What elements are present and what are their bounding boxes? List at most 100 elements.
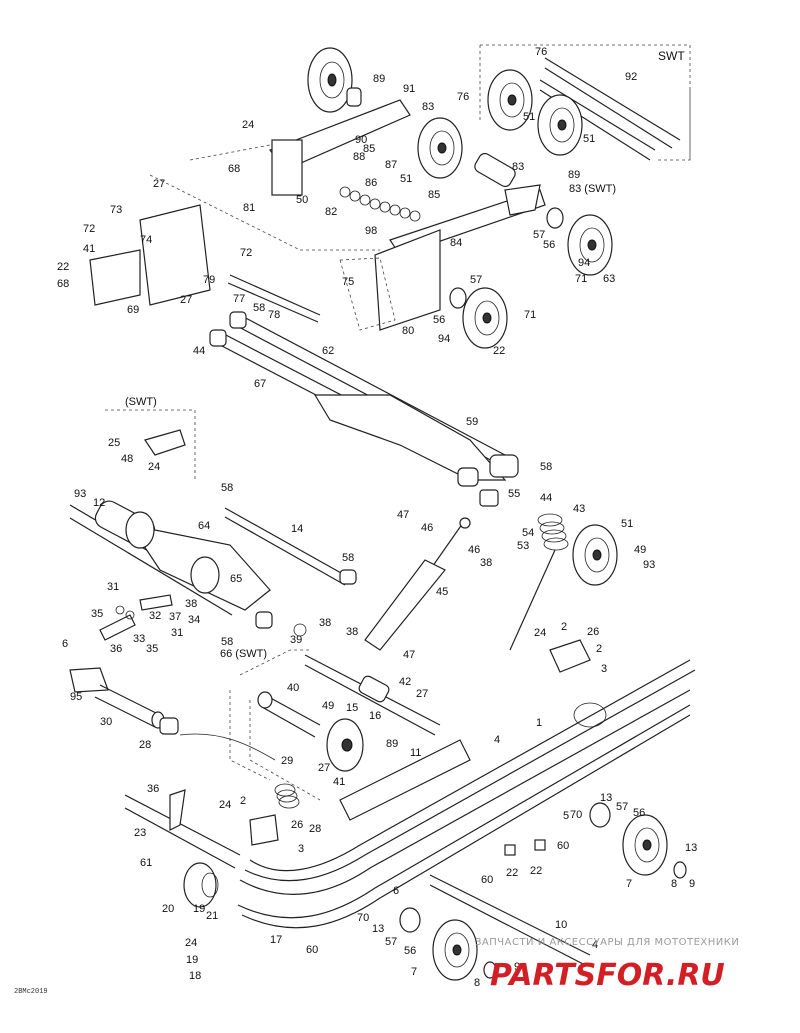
callout-38c: 38 [319,617,331,629]
callout-7b: 7 [411,966,417,978]
callout-72b: 72 [240,247,252,259]
callout-25: 25 [108,437,120,449]
callout-75: 75 [342,276,354,288]
callout-8a: 8 [671,878,677,890]
callout-38d: 38 [346,626,358,638]
callout-83b: 83 [512,161,524,173]
callout-38a: 38 [480,557,492,569]
callout-38b: 38 [185,598,197,610]
callout-85a: 85 [363,143,375,155]
callout-85b: 85 [428,189,440,201]
callout-17: 17 [270,934,282,946]
callout-70b: 70 [357,912,369,924]
callout-51c: 51 [400,173,412,185]
callout-95: 95 [70,691,82,703]
callout-15: 15 [346,702,358,714]
callout-48: 48 [121,453,133,465]
callout-58a: 58 [253,302,265,314]
callout-51b: 51 [583,133,595,145]
callout-13c: 13 [372,923,384,935]
swt-label-top: SWT [658,49,685,63]
callout-13b: 13 [685,842,697,854]
callout-55: 55 [508,488,520,500]
callout-80: 80 [402,325,414,337]
callout-24a: 24 [242,119,254,131]
callout-21: 21 [206,910,218,922]
callout-86: 86 [365,177,377,189]
callout-19b: 19 [186,954,198,966]
callout-94b: 94 [438,333,450,345]
callout-56c: 56 [633,807,645,819]
callout-4a: 4 [494,734,500,746]
callout-61: 61 [140,857,152,869]
callout-31b: 31 [171,627,183,639]
callout-35b: 35 [146,643,158,655]
callout-18: 18 [189,970,201,982]
callout-24b: 24 [148,461,160,473]
callout-28a: 28 [139,739,151,751]
callout-24e: 24 [185,937,197,949]
callout-76b: 76 [457,91,469,103]
callout-4b: 4 [592,939,598,951]
callout-3a: 3 [601,663,607,675]
rear-axle-10-wheels [399,802,687,981]
callout-89a: 89 [373,73,385,85]
swt-label-66: 66 (SWT) [220,648,267,660]
callout-83a: 83 [422,101,434,113]
callout-87: 87 [385,159,397,171]
callout-84: 84 [450,237,462,249]
callout-57b: 57 [533,229,545,241]
rear-arm-assembly [69,500,357,629]
callout-82: 82 [325,206,337,218]
callout-26a: 26 [587,626,599,638]
callout-2a: 2 [561,621,567,633]
callout-59: 59 [466,416,478,428]
upper-arm-assembly [89,99,546,331]
callout-63: 63 [603,273,615,285]
swt-rear-wheel-group [417,44,691,179]
callout-5: 5 [563,810,569,822]
callout-41a: 41 [83,243,95,255]
swt-label-left: (SWT) [125,396,157,408]
callout-2b: 2 [596,643,602,655]
callout-9b: 9 [514,961,520,973]
callout-49b: 49 [322,700,334,712]
callout-54: 54 [522,527,534,539]
callout-49a: 49 [634,544,646,556]
callout-9a: 9 [689,878,695,890]
callout-47b: 47 [403,649,415,661]
front-axle-23 [124,789,241,908]
callout-58b: 58 [540,461,552,473]
diagram-code: 2BMc2019 [14,988,48,996]
callout-60c: 60 [306,944,318,956]
callout-27a: 27 [153,178,165,190]
callout-6b: 6 [393,885,399,897]
callout-58e: 58 [221,636,233,648]
callout-14: 14 [291,523,303,535]
watermark-caption: ЗАПЧАСТИ И АКСЕССУАРЫ ДЛЯ МОТОТЕХНИКИ [475,937,739,948]
callout-23: 23 [134,827,146,839]
callout-6a: 6 [62,638,68,650]
callout-64: 64 [198,520,210,532]
callout-32: 32 [149,610,161,622]
callout-41b: 41 [333,776,345,788]
shock-absorber-45 [364,517,471,651]
callout-81: 81 [243,202,255,214]
callout-44b: 44 [540,492,552,504]
callout-89c: 89 [386,738,398,750]
callout-45: 45 [436,586,448,598]
callout-39: 39 [290,634,302,646]
callout-44a: 44 [193,345,205,357]
callout-27b: 27 [180,294,192,306]
callout-35a: 35 [91,608,103,620]
callout-8b: 8 [474,977,480,989]
callout-46b: 46 [468,544,480,556]
callout-22d: 22 [530,865,542,877]
callout-93a: 93 [74,488,86,500]
callout-71a: 71 [575,273,587,285]
callout-89b: 89 [568,169,580,181]
slide-rail [237,659,696,929]
callout-94a: 94 [578,257,590,269]
callout-31a: 31 [107,581,119,593]
